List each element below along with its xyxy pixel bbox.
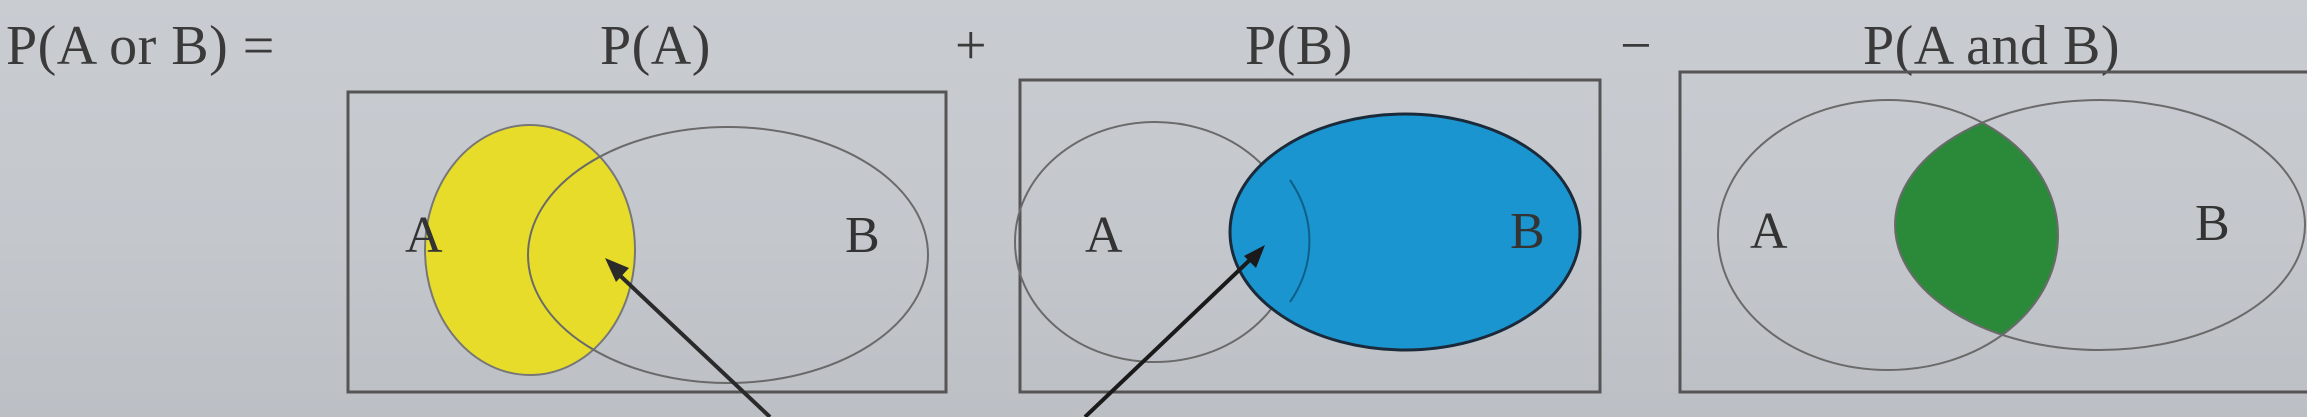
panel-p-a-and-b-label-b: B bbox=[2195, 195, 2230, 252]
panel-p-b-circle-a-inner-arc bbox=[1289, 179, 1311, 303]
panel-p-a-label-b: B bbox=[845, 207, 880, 264]
panel-p-a: A B bbox=[346, 90, 948, 417]
panel-p-a-arrowhead bbox=[605, 258, 629, 282]
panel-p-a-and-b-circle-b bbox=[1894, 99, 2306, 351]
panel-p-a-circle-a-shaded bbox=[424, 124, 636, 376]
panel-p-a-and-b-circle-a bbox=[1717, 99, 2059, 371]
panel-p-a-and-b-intersection-shaded bbox=[1895, 100, 2058, 350]
panel-p-a-and-b-label-a: A bbox=[1750, 203, 1788, 260]
panel-p-b-arrow-line bbox=[1083, 253, 1257, 417]
panel-p-a-frame bbox=[346, 90, 948, 394]
panel-p-a-and-b-frame bbox=[1678, 70, 2307, 394]
panel-p-b-label-b: B bbox=[1510, 203, 1545, 260]
formula-lhs-label: P(A or B) = bbox=[6, 15, 275, 77]
plus-sign: + bbox=[955, 15, 988, 77]
term-p-a-label: P(A) bbox=[600, 15, 711, 77]
term-p-a-and-b-label: P(A and B) bbox=[1863, 15, 2120, 77]
panel-p-b-arrowhead bbox=[1244, 245, 1265, 268]
panel-p-b-frame bbox=[1018, 78, 1602, 394]
panel-p-a-circle-b bbox=[527, 126, 929, 384]
panel-p-a-and-b: A B bbox=[1678, 70, 2307, 394]
minus-sign: − bbox=[1620, 15, 1653, 77]
panel-p-a-label-a: A bbox=[405, 207, 443, 264]
panel-p-b-label-a: A bbox=[1085, 207, 1123, 264]
panel-p-b: A B bbox=[1014, 78, 1602, 417]
term-p-b-label: P(B) bbox=[1245, 15, 1353, 77]
panel-p-a-arrow-line bbox=[610, 266, 772, 417]
panel-p-b-circle-b-shaded bbox=[1228, 112, 1582, 352]
